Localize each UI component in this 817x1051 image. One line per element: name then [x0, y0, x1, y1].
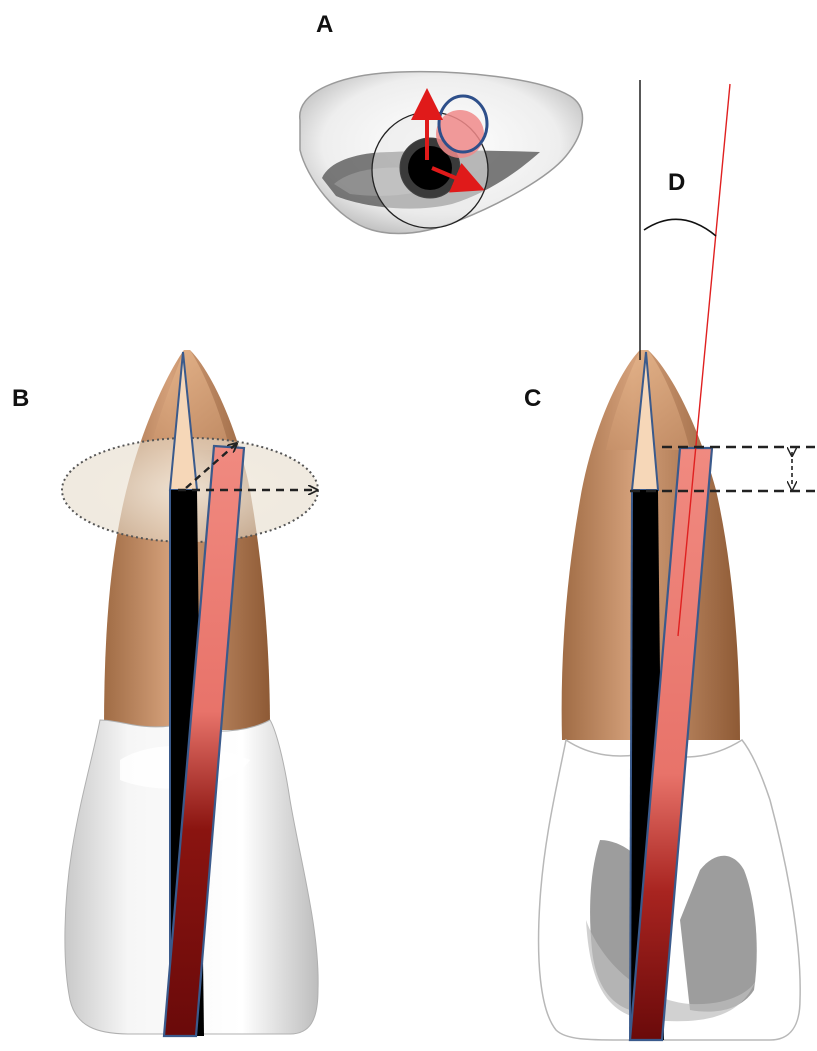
- label-a: A: [316, 11, 333, 38]
- label-b: B: [12, 385, 29, 412]
- label-c: C: [524, 385, 541, 412]
- panel-b: B: [12, 350, 318, 1036]
- panel-c: C D: [524, 80, 815, 1040]
- panel-a: A: [300, 11, 583, 234]
- label-d: D: [668, 169, 685, 196]
- angle-arc: [644, 219, 716, 236]
